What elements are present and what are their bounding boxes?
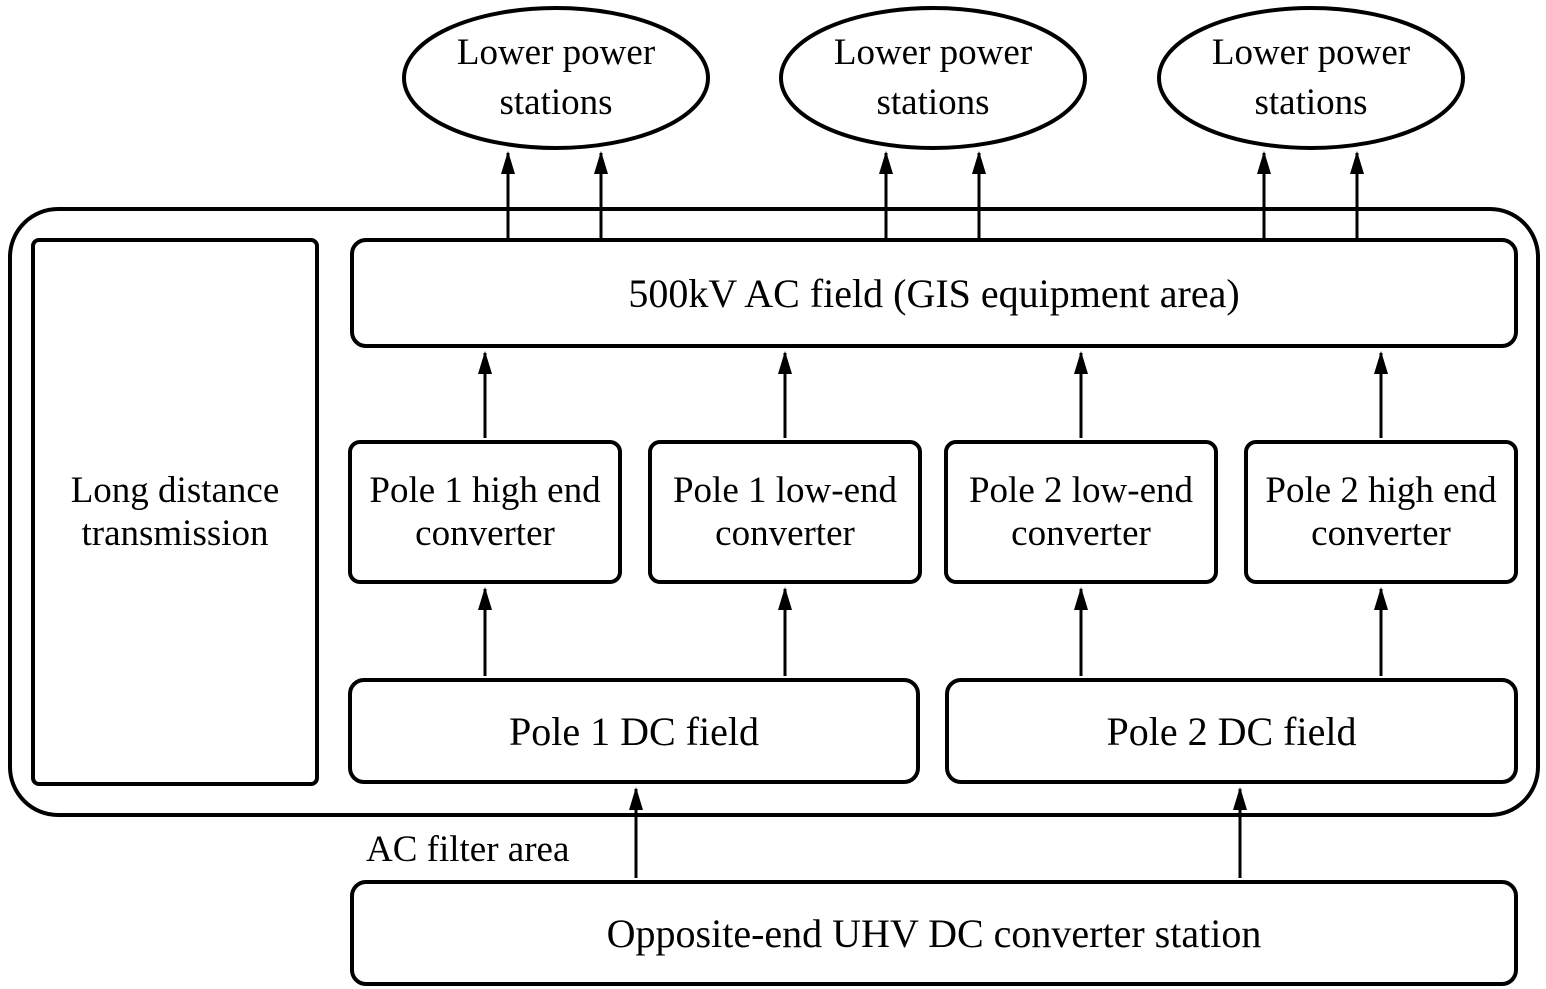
lower-power-stations-label-3: Lower power stations: [1211, 32, 1411, 123]
pole1-high-end-converter-box: Pole 1 high end converter: [348, 440, 622, 584]
pole2-high-end-converter-box: Pole 2 high end converter: [1244, 440, 1518, 584]
lower-power-stations-ellipse-1: [402, 6, 710, 150]
lower-power-stations-label-1: Lower power stations: [456, 32, 656, 123]
pole1-dc-field-box: Pole 1 DC field: [348, 678, 920, 784]
lower-power-stations-ellipse-3: [1157, 6, 1465, 150]
lower-power-stations-ellipse-2: [779, 6, 1087, 150]
ac-filter-area-frame: [8, 207, 1540, 817]
long-distance-transmission-box: Long distance transmission: [31, 238, 319, 786]
lower-power-stations-label-2: Lower power stations: [833, 32, 1033, 123]
ac-filter-area-label: AC filter area: [366, 828, 570, 870]
pole1-low-end-converter-box: Pole 1 low-end converter: [648, 440, 922, 584]
pole2-dc-field-box: Pole 2 DC field: [945, 678, 1518, 784]
pole2-low-end-converter-box: Pole 2 low-end converter: [944, 440, 1218, 584]
opposite-end-station-box: Opposite-end UHV DC converter station: [350, 880, 1518, 986]
ac-field-box: 500kV AC field (GIS equipment area): [350, 238, 1518, 348]
